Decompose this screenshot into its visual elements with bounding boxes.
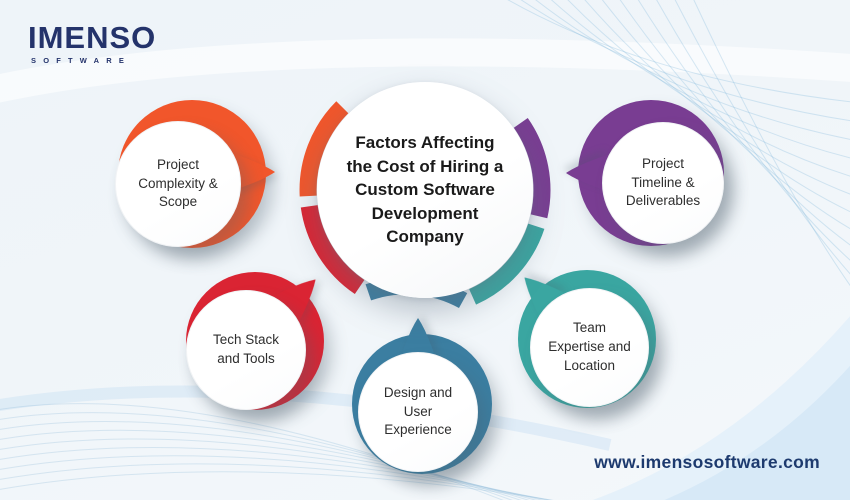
bubble-face: Team Expertise and Location [530,288,649,407]
corner-wave-inner [664,365,850,500]
center-bubble: Factors Affecting the Cost of Hiring a C… [317,82,533,298]
factor-label: Team Expertise and Location [548,320,631,373]
brand-logo: IMENSO SOFTWARE [28,22,156,65]
bottom-left-lines-decoration [0,403,554,500]
ring-segment-orange [299,101,349,197]
bubble-pointer-icon [524,277,569,322]
factor-label: Project Complexity & Scope [138,156,218,210]
ring-segment-red [300,204,365,295]
factor-label: Tech Stack and Tools [212,332,280,366]
top-wave-line [0,38,850,103]
factor-label: Project Timeline & Deliverables [625,155,701,209]
bubble-face: Design and User Experience [358,352,478,472]
factor-label: Design and User Experience [383,384,453,438]
bubble-face: Tech Stack and Tools [186,290,306,410]
ring-segment-teal [468,223,545,305]
bubble-face: Project Complexity & Scope [115,121,241,247]
bubble-pointer-icon [399,318,437,362]
fan-lines-decoration [507,0,850,287]
bottom-left-band [0,385,612,451]
brand-subtitle: SOFTWARE [31,56,132,65]
bubble-pointer-icon [566,154,610,192]
bubble-pointer-icon [271,279,316,324]
bubble-face: Project Timeline & Deliverables [602,122,724,244]
brand-name: IMENSO [28,20,157,55]
ring-segment-purple [513,118,551,219]
diagram-title: Factors Affecting the Cost of Hiring a C… [346,133,504,247]
bubble-pointer-icon [231,153,275,191]
website-link[interactable]: www.imensosoftware.com [594,452,820,472]
center-ring [299,101,551,309]
